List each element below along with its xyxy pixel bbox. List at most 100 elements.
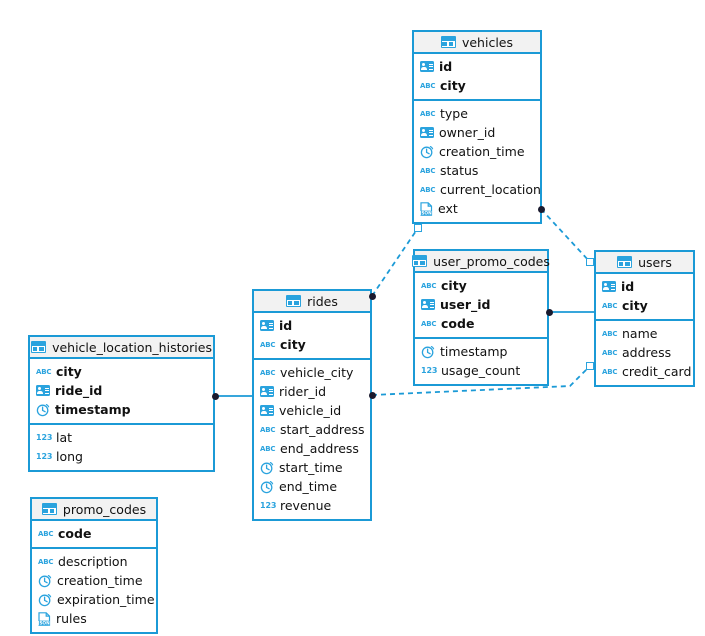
column-row-city[interactable]: ABC city	[414, 76, 540, 95]
abc-icon: ABC	[420, 109, 436, 118]
column-row-type[interactable]: ABC type	[414, 104, 540, 123]
abc-icon: ABC	[38, 557, 54, 566]
clock-icon	[260, 480, 274, 494]
table-header-vehicle_location_histories[interactable]: vehicle_location_histories	[30, 337, 213, 359]
column-row-owner_id[interactable]: owner_id	[414, 123, 540, 142]
column-row-start_address[interactable]: ABC start_address	[254, 420, 370, 439]
column-row-vehicle_id[interactable]: vehicle_id	[254, 401, 370, 420]
table-header-promo_codes[interactable]: promo_codes	[32, 499, 156, 521]
column-row-creation_time[interactable]: creation_time	[414, 142, 540, 161]
abc-icon: ABC	[260, 368, 276, 377]
table-header-users[interactable]: users	[596, 252, 693, 274]
column-label: code	[441, 316, 475, 331]
column-label: start_address	[280, 422, 365, 437]
column-label: start_time	[279, 460, 343, 475]
column-label: city	[440, 78, 466, 93]
column-label: address	[622, 345, 672, 360]
column-label: ride_id	[55, 383, 103, 398]
column-label: city	[280, 337, 306, 352]
123-icon: 123	[36, 451, 53, 461]
column-row-expiration_time[interactable]: expiration_time	[32, 590, 156, 609]
column-label: rules	[56, 611, 87, 626]
123-icon: 123	[421, 365, 438, 375]
relationship-endpoint-dot-upc-to-users	[545, 308, 553, 316]
table-name: vehicles	[461, 34, 514, 50]
id-card-icon	[260, 386, 274, 397]
column-row-id[interactable]: id	[596, 277, 693, 296]
column-label: rider_id	[279, 384, 327, 399]
column-row-id[interactable]: id	[254, 316, 370, 335]
column-row-creation_time[interactable]: creation_time	[32, 571, 156, 590]
table-icon	[412, 255, 428, 267]
column-row-start_time[interactable]: start_time	[254, 458, 370, 477]
abc-icon: ABC	[260, 444, 276, 453]
abc-icon: ABC	[602, 329, 618, 338]
column-label: city	[622, 298, 648, 313]
abc-icon: ABC	[420, 166, 436, 175]
column-label: vehicle_id	[279, 403, 342, 418]
relationship-endpoint-dot-rides-to-vehicles	[368, 292, 376, 300]
table-header-vehicles[interactable]: vehicles	[414, 32, 540, 54]
column-row-rider_id[interactable]: rider_id	[254, 382, 370, 401]
column-row-end_time[interactable]: end_time	[254, 477, 370, 496]
abc-icon: ABC	[421, 281, 437, 290]
column-row-timestamp[interactable]: timestamp	[30, 400, 213, 419]
column-row-user_id[interactable]: user_id	[415, 295, 547, 314]
column-label: usage_count	[441, 363, 521, 378]
abc-icon: ABC	[420, 81, 436, 90]
column-label: end_address	[280, 441, 359, 456]
abc-icon: ABC	[602, 348, 618, 357]
clock-icon	[260, 461, 274, 475]
abc-icon: ABC	[36, 367, 52, 376]
table-header-rides[interactable]: rides	[254, 291, 370, 313]
column-row-id[interactable]: id	[414, 57, 540, 76]
column-row-timestamp[interactable]: timestamp	[415, 342, 547, 361]
abc-icon: ABC	[260, 425, 276, 434]
column-row-end_address[interactable]: ABC end_address	[254, 439, 370, 458]
column-row-address[interactable]: ABC address	[596, 343, 693, 362]
column-label: type	[440, 106, 468, 121]
column-label: lat	[56, 430, 73, 445]
table-name: promo_codes	[62, 501, 147, 517]
clock-icon	[420, 145, 434, 159]
table-header-user_promo_codes[interactable]: user_promo_codes	[412, 251, 550, 273]
relationship-endpoint-dot-rides-to-users	[368, 391, 376, 399]
id-card-icon	[420, 127, 434, 138]
column-label: credit_card	[622, 364, 692, 379]
column-row-ride_id[interactable]: ride_id	[30, 381, 213, 400]
column-label: long	[56, 449, 83, 464]
column-label: user_id	[440, 297, 491, 312]
